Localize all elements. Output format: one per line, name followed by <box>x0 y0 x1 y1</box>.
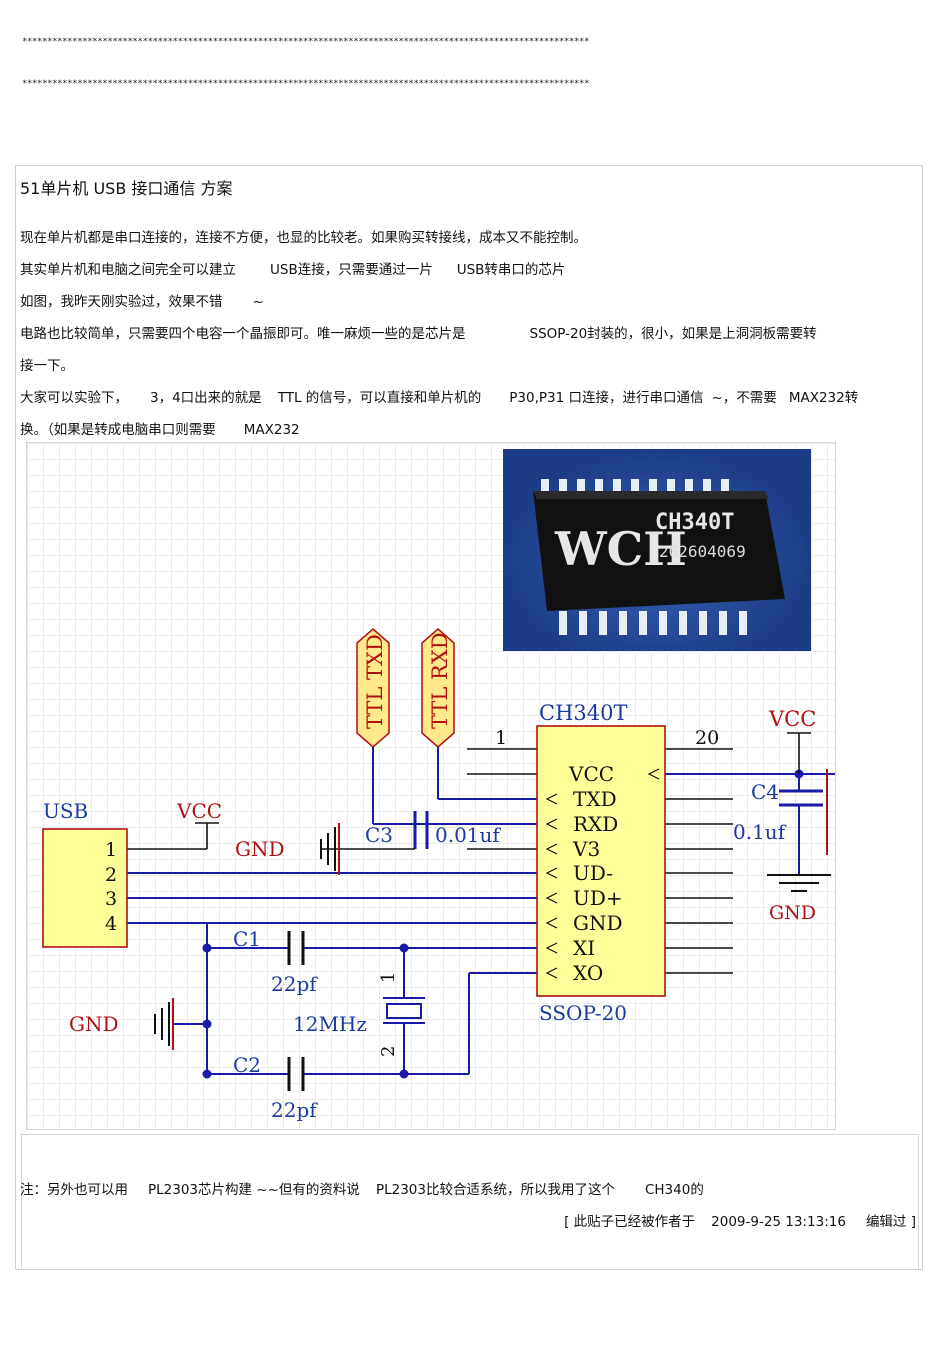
c1-plates <box>287 931 305 965</box>
text-segment: TTL 的信号，可以直接和单片机的 <box>277 390 482 406</box>
text-segment: 接一下。 <box>20 358 74 374</box>
vcc-label-ic: VCC <box>768 707 816 731</box>
c3-value: 0.01uf <box>435 823 501 847</box>
text-segment: SSOP-20封装的，很小，如果是上洞洞板需要转 <box>529 326 817 342</box>
crystal-frequency: 12MHz <box>293 1012 367 1036</box>
c3-plates <box>413 811 429 849</box>
c4-label: C4 <box>751 780 779 804</box>
schematic-svg: TTL TXD TTL RXD <box>42 628 835 1122</box>
note-area <box>21 1134 919 1270</box>
text-segment: [ 此贴子已经被作者于 <box>564 1214 696 1230</box>
post-line-2: 其实单片机和电脑之间完全可以建立 USB连接，只需要通过一片 USB转串口的芯片 <box>20 258 565 278</box>
post-line-5: 接一下。 <box>20 354 74 374</box>
pin-arrows <box>545 768 660 979</box>
post-line-1: 现在单片机都是串口连接的，连接不方便，也显的比较老。如果购买转接线，成本又不能控… <box>20 226 587 246</box>
chip-part: CH340T <box>655 510 734 535</box>
junctions <box>202 769 804 1079</box>
gnd-label-c3: GND <box>235 837 285 861</box>
pin-ud-plus: UD+ <box>573 886 623 910</box>
text-segment: 如图，我昨天刚实验过，效果不错 <box>20 294 223 310</box>
text-segment: MAX232转 <box>788 390 859 406</box>
chip-photo-svg: WCH CH340T 202604069 <box>533 479 785 635</box>
forum-post: 51单片机 USB 接口通信 方案 现在单片机都是串口连接的，连接不方便，也显的… <box>15 165 923 1270</box>
gnd-symbol-ic <box>767 874 831 892</box>
crystal-symbol <box>383 997 425 1024</box>
ic-pin-labels: VCC TXD RXD V3 UD- UD+ GND XI XO <box>568 762 623 985</box>
text-segment: CH340的 <box>644 1182 704 1198</box>
pin-gnd: GND <box>573 911 623 935</box>
wires <box>127 747 835 1075</box>
post-note: 注：另外也可以用 PL2303芯片构建 ~~但有的资料说 PL2303比较合适系统，… <box>20 1178 704 1198</box>
text-segment: 现在单片机都是串口连接的，连接不方便，也显的比较老。如果购买转接线，成本又不能控… <box>20 230 587 246</box>
post-title: 51单片机 USB 接口通信 方案 <box>20 179 233 198</box>
post-line-3: 如图，我昨天刚实验过，效果不错 ~ <box>20 290 264 310</box>
post-line-6: 大家可以实验下， 3，4口出来的就是 TTL 的信号，可以直接和单片机的 P30,P3… <box>20 386 858 406</box>
edit-timestamp: 2009-9-25 13:13:16 <box>711 1214 846 1230</box>
usb-pin-3: 3 <box>105 888 117 910</box>
usb-pin-numbers: 1 2 3 4 <box>105 839 117 935</box>
chip-brand: WCH <box>554 522 687 576</box>
gnd-symbol-c3 <box>320 827 336 871</box>
text-segment: 其实单片机和电脑之间完全可以建立 <box>20 262 236 278</box>
usb-connector <box>42 828 128 948</box>
text-segment: 换。（如果是转成电脑串口则需要 <box>20 422 216 438</box>
c4-plates <box>779 789 823 807</box>
text-segment: P30,P31 口连接，进行串口通信 <box>509 390 704 406</box>
text-segment: MAX232 <box>243 422 300 438</box>
text-segment: 3，4口出来的就是 <box>150 390 262 406</box>
vcc-label-usb: VCC <box>176 799 222 823</box>
c1-label: C1 <box>233 927 261 951</box>
pin-number-1: 1 <box>495 727 507 749</box>
ttl-rxd-label: TTL RXD <box>428 632 452 729</box>
c4-value: 0.1uf <box>733 820 787 844</box>
pin-number-20: 20 <box>695 727 719 749</box>
separator-stars-bottom: ****************************************… <box>22 79 590 89</box>
text-segment: 编辑过 ] <box>865 1214 916 1230</box>
text-segment: 注：另外也可以用 <box>20 1182 128 1198</box>
circuit-figure: WCH CH340T 202604069 TTL TXD TTL RXD <box>26 442 836 1130</box>
gnd-label-ic: GND <box>769 902 816 924</box>
c2-plates <box>287 1057 305 1091</box>
usb-pin-1: 1 <box>105 839 117 861</box>
text-segment: ~，不需要 <box>711 390 777 406</box>
usb-pin-2: 2 <box>105 864 117 886</box>
post-line-4: 电路也比较简单，只需要四个电容一个晶振即可。唯一麻烦一些的是芯片是 SSOP-20… <box>20 322 817 342</box>
separator-stars-top: ****************************************… <box>22 37 590 47</box>
pin-vcc: VCC <box>568 762 614 786</box>
chip-photo: WCH CH340T 202604069 <box>503 449 811 651</box>
c3-label: C3 <box>365 823 393 847</box>
crystal-pin-2: 2 <box>378 1046 399 1057</box>
ch340t-body <box>536 725 666 997</box>
pin-xi: XI <box>573 936 595 960</box>
pin-xo: XO <box>573 961 603 985</box>
edit-info: [ 此贴子已经被作者于 2009-9-25 13:13:16 编辑过 ] <box>564 1210 916 1230</box>
usb-label: USB <box>43 799 88 823</box>
post-line-7: 换。（如果是转成电脑串口则需要 MAX232 <box>20 418 300 438</box>
c2-label: C2 <box>233 1053 261 1077</box>
usb-pin-4: 4 <box>105 913 117 935</box>
pin-v3: V3 <box>572 837 600 861</box>
text-segment: USB转串口的芯片 <box>456 262 566 278</box>
text-segment: PL2303芯片构建 ~~但有的资料说 <box>148 1182 360 1198</box>
ic-package: SSOP-20 <box>539 1001 627 1025</box>
pin-rxd: RXD <box>573 812 618 836</box>
text-segment: PL2303比较合适系统，所以我用了这个 <box>375 1182 615 1198</box>
c1-value: 22pf <box>271 972 318 996</box>
pin-ud-minus: UD- <box>573 861 613 885</box>
chip-code: 202604069 <box>659 542 746 561</box>
gnd-label-crystal: GND <box>69 1012 119 1036</box>
c2-value: 22pf <box>271 1098 318 1122</box>
text-segment: 大家可以实验下， <box>20 390 128 406</box>
crystal-pin-1: 1 <box>378 972 399 983</box>
text-segment: 电路也比较简单，只需要四个电容一个晶振即可。唯一麻烦一些的是芯片是 <box>20 326 466 342</box>
pin-stubs <box>127 732 811 974</box>
text-segment: USB连接，只需要通过一片 <box>270 262 433 278</box>
ttl-txd-label: TTL TXD <box>363 634 387 729</box>
pin-txd: TXD <box>573 787 617 811</box>
ttl-rxd-flag <box>421 628 455 748</box>
ttl-txd-flag <box>356 628 390 748</box>
gnd-symbol-crystal <box>154 1002 170 1046</box>
ic-name: CH340T <box>539 701 627 725</box>
text-segment: ~ <box>252 294 264 310</box>
